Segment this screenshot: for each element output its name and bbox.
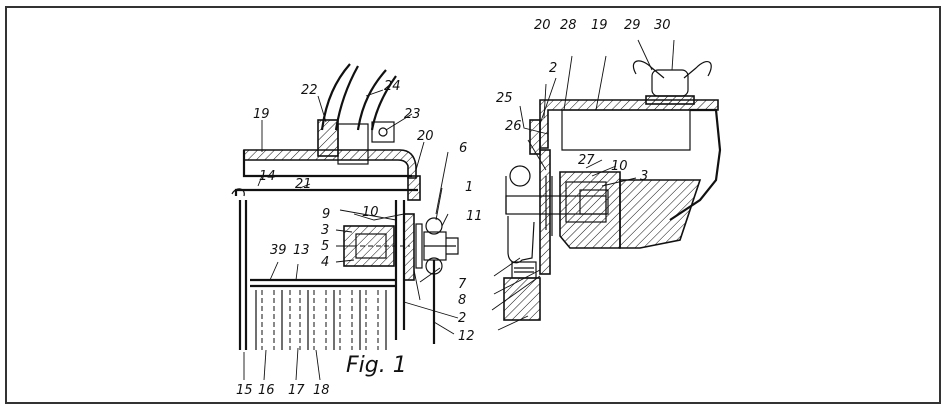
label-24: 24 [384,79,401,94]
label-9: 9 [322,207,330,222]
drawing-frame [5,6,941,404]
label-13: 13 [293,243,310,258]
label-2a: 2 [458,311,466,326]
label-20a: 20 [417,129,434,144]
label-23: 23 [404,107,421,122]
label-30: 30 [654,18,671,33]
left-assembly [231,63,459,350]
label-21: 21 [295,177,312,192]
label-11: 11 [466,209,483,224]
label-26: 26 [505,119,522,134]
label-27: 27 [578,153,595,168]
label-4: 4 [321,255,329,270]
label-20b: 20 [534,18,551,33]
part-labels: 19 22 24 23 20 6 14 21 1 10 9 11 3 5 4 3… [236,18,671,398]
label-18: 18 [313,383,330,398]
label-10a: 10 [362,205,379,220]
right-assembly [503,60,722,321]
label-3a: 3 [321,223,329,238]
figure-caption: Fig. 1 [346,353,407,378]
label-14: 14 [259,169,276,184]
label-16: 16 [258,383,275,398]
label-17: 17 [288,383,305,398]
label-39: 39 [270,243,287,258]
label-2b: 2 [549,61,557,76]
leader-lines [243,39,675,381]
label-7: 7 [458,277,467,292]
label-10b: 10 [611,159,628,174]
label-28: 28 [560,18,577,33]
label-12: 12 [458,329,475,344]
label-25: 25 [496,91,513,106]
label-19b: 19 [591,18,608,33]
label-8: 8 [458,293,466,308]
label-3b: 3 [640,169,648,184]
label-6: 6 [459,141,467,156]
label-29: 29 [624,18,641,33]
label-19a: 19 [253,107,270,122]
label-15: 15 [236,383,253,398]
label-22: 22 [301,83,318,98]
label-5: 5 [321,239,329,254]
label-1: 1 [465,180,473,195]
